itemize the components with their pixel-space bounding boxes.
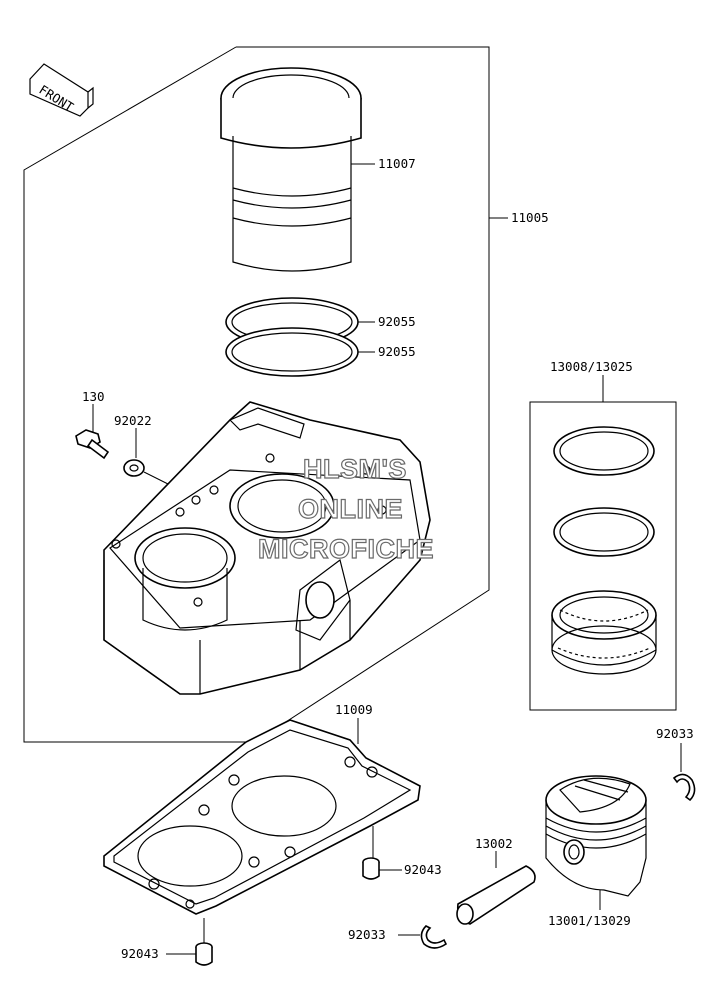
label-92033-right: 92033 bbox=[656, 726, 694, 741]
piston-rings-92055 bbox=[225, 297, 375, 377]
circlip-right-92033 bbox=[672, 743, 696, 802]
cylinder-block bbox=[103, 401, 431, 695]
label-130: 130 bbox=[82, 389, 105, 404]
bolt-130 bbox=[75, 404, 110, 460]
cylinder-sleeve bbox=[220, 67, 375, 272]
dowel-upper-92043 bbox=[362, 826, 402, 880]
label-11005: 11005 bbox=[511, 210, 549, 225]
base-gasket bbox=[103, 718, 421, 915]
label-13001-13029: 13001/13029 bbox=[548, 913, 631, 928]
label-92022: 92022 bbox=[114, 413, 152, 428]
dowel-lower-92043 bbox=[166, 918, 213, 966]
label-13002: 13002 bbox=[475, 836, 513, 851]
label-92043-lower: 92043 bbox=[121, 946, 159, 961]
piston-13001-13029 bbox=[545, 775, 647, 910]
label-92055-top: 92055 bbox=[378, 314, 416, 329]
watermark: HLSM'S ONLINE MICROFICHE bbox=[257, 453, 434, 564]
front-label: FRONT bbox=[36, 82, 76, 115]
label-11009: 11009 bbox=[335, 702, 373, 717]
label-92043-upper: 92043 bbox=[404, 862, 442, 877]
circlip-left-92033 bbox=[398, 925, 448, 949]
watermark-line-1: HLSM'S bbox=[303, 454, 407, 484]
watermark-line-3: MICROFICHE bbox=[258, 534, 434, 564]
ring-set-bracket bbox=[529, 375, 677, 711]
front-arrow-icon: FRONT bbox=[29, 63, 94, 117]
label-92033-left: 92033 bbox=[348, 927, 386, 942]
piston-pin-13002 bbox=[456, 851, 536, 925]
label-13008-13025: 13008/13025 bbox=[550, 359, 633, 374]
label-11007: 11007 bbox=[378, 156, 416, 171]
watermark-line-2: ONLINE bbox=[298, 494, 403, 524]
label-92055-second: 92055 bbox=[378, 344, 416, 359]
ring-set bbox=[551, 426, 657, 675]
